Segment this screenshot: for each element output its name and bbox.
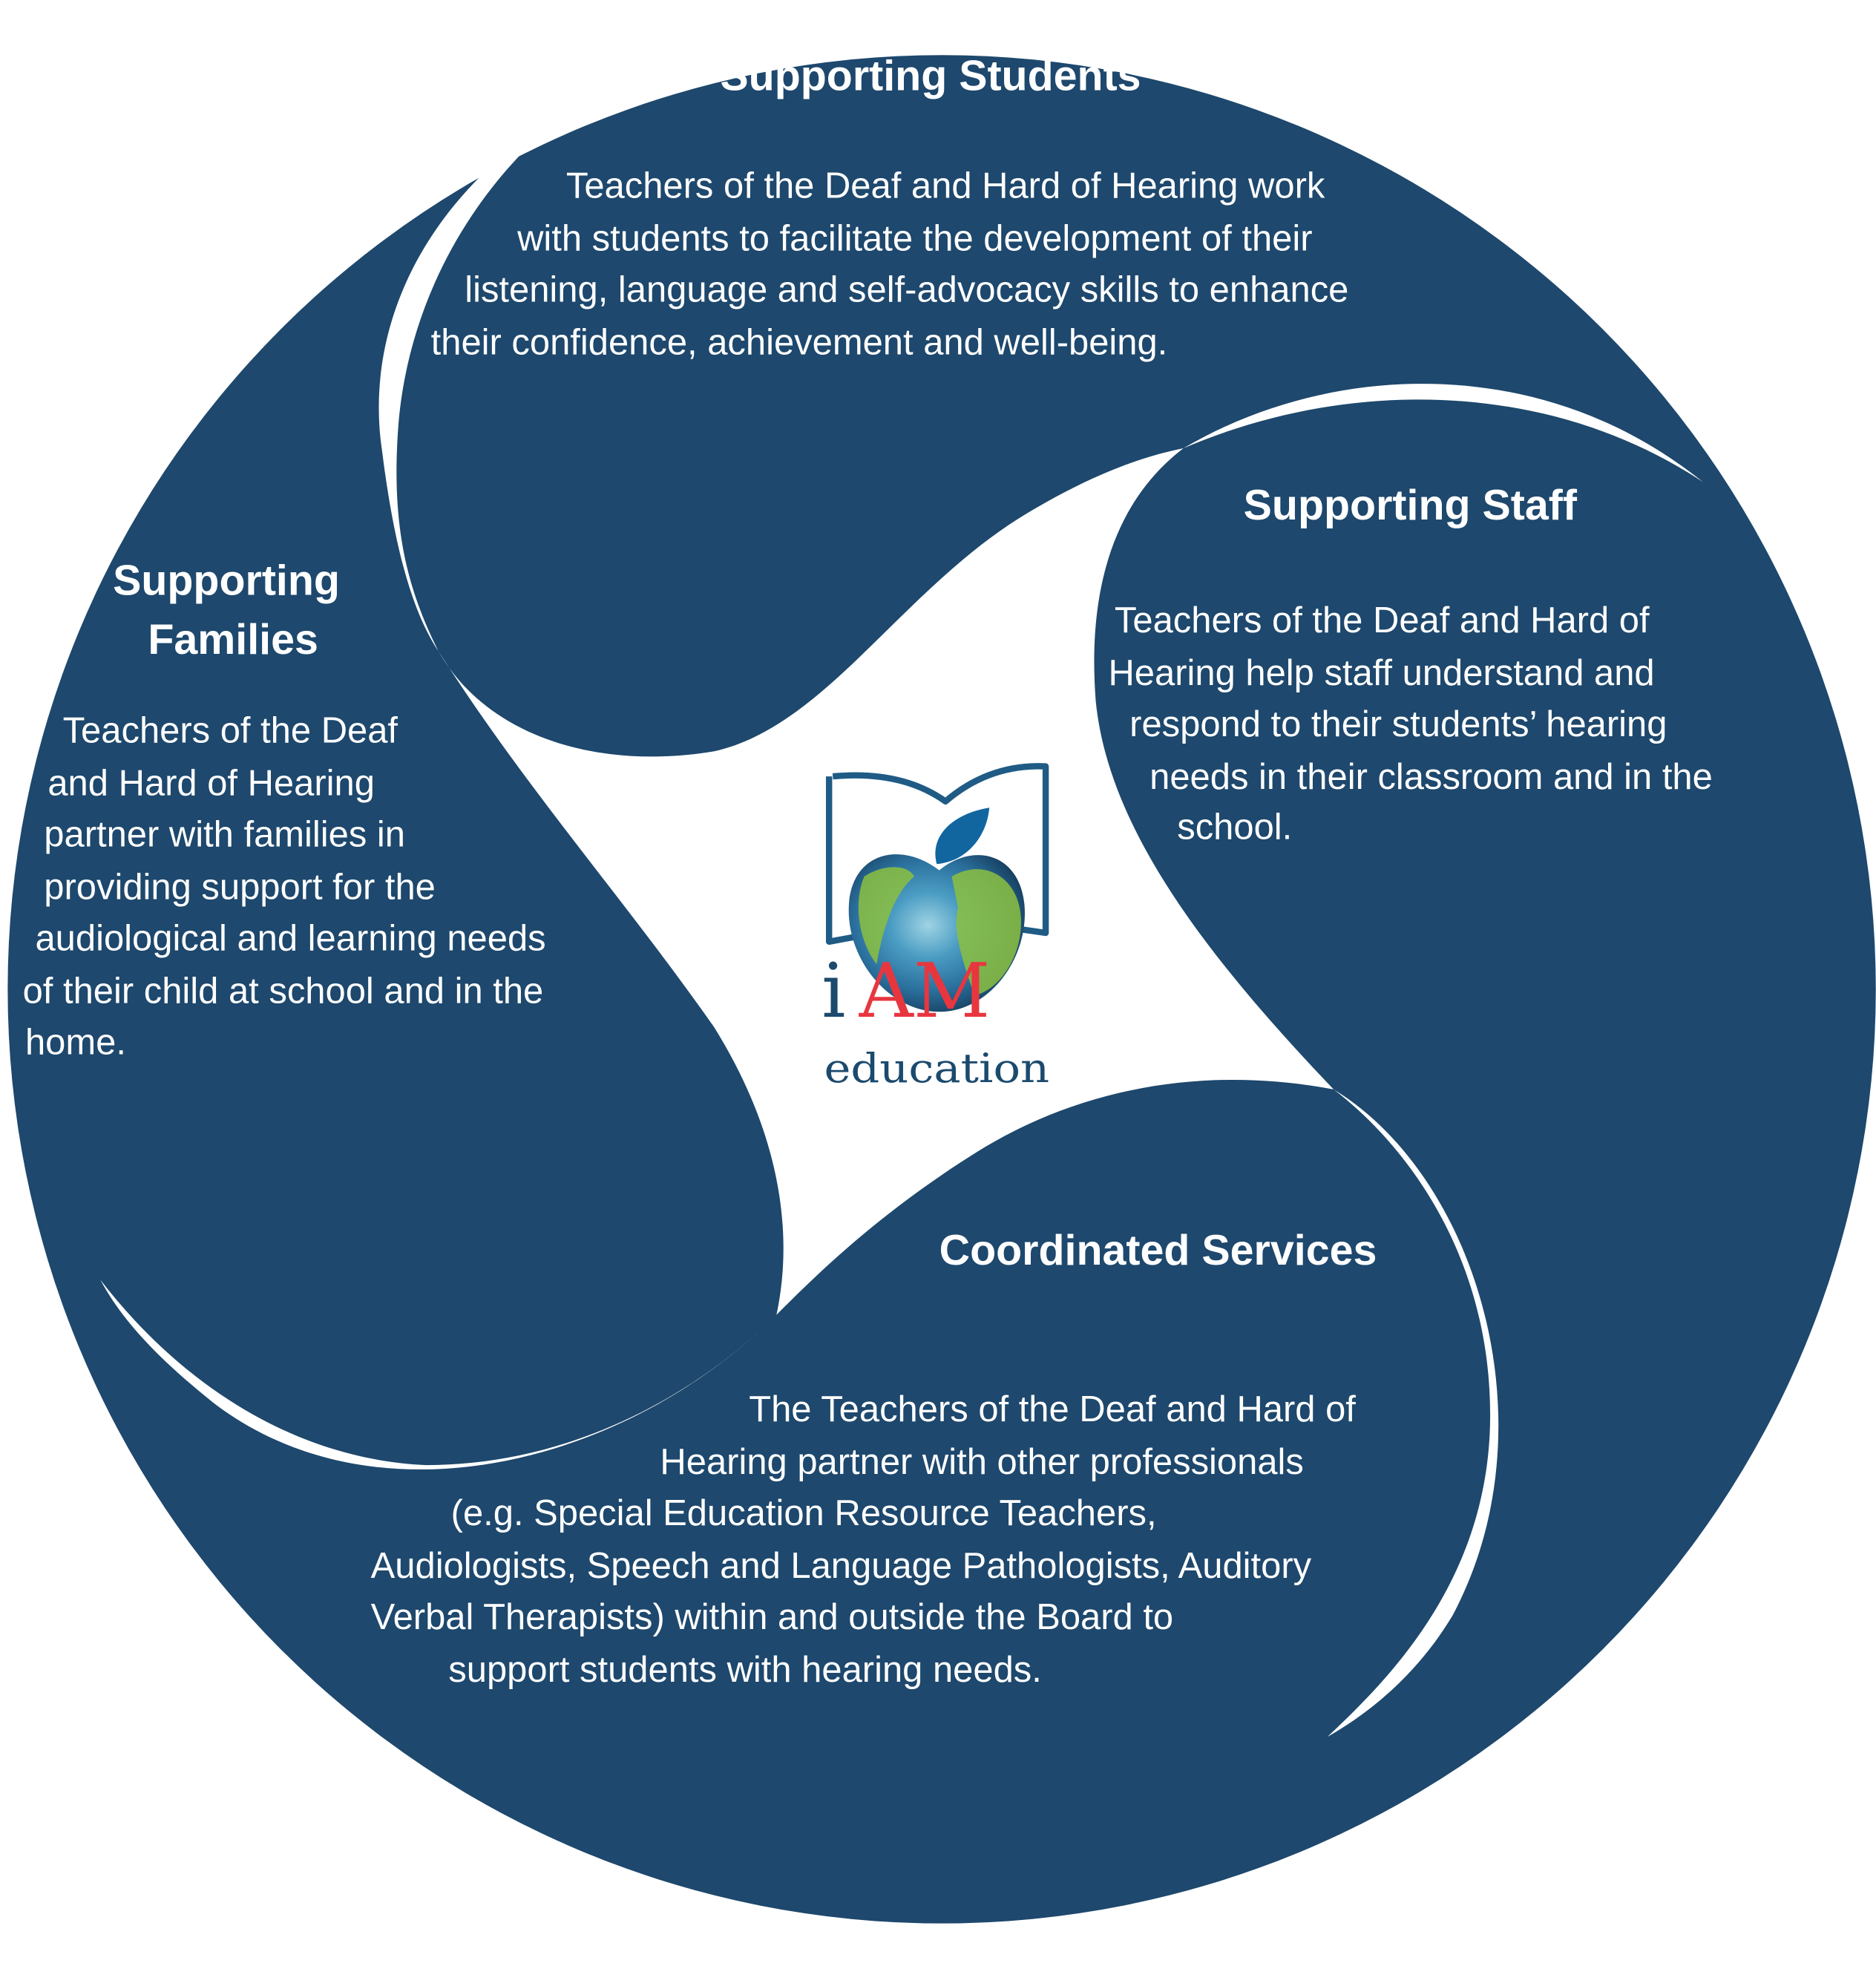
body-line: Teachers of the Deaf and Hard of Hearing… — [566, 166, 1325, 206]
body-line: partner with families in — [44, 815, 405, 855]
section-coordinated-services: Coordinated Services The Teachers of the… — [371, 1227, 1377, 1690]
body-line: their confidence, achievement and well-b… — [431, 322, 1168, 362]
body-line: Hearing help staff understand and — [1108, 653, 1654, 693]
body-line: The Teachers of the Deaf and Hard of — [749, 1389, 1356, 1429]
body-line: listening, language and self-advocacy sk… — [465, 270, 1348, 310]
body-line: providing support for the — [44, 867, 436, 907]
body-line: audiological and learning needs — [35, 919, 545, 959]
section-supporting-staff: Supporting Staff Teachers of the Deaf an… — [1108, 482, 1712, 847]
swirl-gap-right — [1327, 1089, 1499, 1737]
logo-letter-i: i — [821, 947, 845, 1035]
section-title: Supporting Staff — [1244, 482, 1578, 529]
section-title: Supporting Students — [720, 52, 1141, 99]
body-line: needs in their classroom and in the — [1149, 757, 1713, 797]
body-line: Hearing partner with other professionals — [660, 1442, 1303, 1482]
section-supporting-students: Supporting Students Teachers of the Deaf… — [431, 52, 1349, 362]
section-title: Families — [148, 616, 318, 663]
swirl-gap-top-right — [1183, 384, 1703, 482]
body-line: respond to their students’ hearing — [1129, 704, 1667, 744]
apple-leaf-icon — [935, 807, 990, 865]
body-line: home. — [25, 1023, 126, 1063]
body-line: and Hard of Hearing — [47, 763, 375, 803]
section-title: Coordinated Services — [939, 1227, 1377, 1274]
body-line: Audiologists, Speech and Language Pathol… — [371, 1546, 1312, 1586]
section-title: Supporting — [113, 557, 340, 604]
logo-letters-am: AM — [859, 947, 991, 1035]
iam-education-logo: i AM education — [821, 763, 1049, 1092]
body-line: support students with hearing needs. — [448, 1650, 1042, 1690]
globe-land — [858, 867, 914, 965]
body-line: Verbal Therapists) within and outside th… — [371, 1597, 1173, 1637]
globe-land — [951, 869, 1021, 996]
section-supporting-families: Supporting Families Teachers of the Deaf… — [23, 557, 546, 1062]
logo-word-education: education — [824, 1045, 1049, 1092]
body-line: of their child at school and in the — [23, 971, 544, 1011]
body-line: with students to facilitate the developm… — [516, 218, 1312, 258]
body-line: Teachers of the Deaf — [63, 711, 399, 751]
body-line: (e.g. Special Education Resource Teacher… — [451, 1493, 1157, 1533]
body-line: Teachers of the Deaf and Hard of — [1115, 600, 1650, 640]
body-line: school. — [1177, 807, 1292, 847]
